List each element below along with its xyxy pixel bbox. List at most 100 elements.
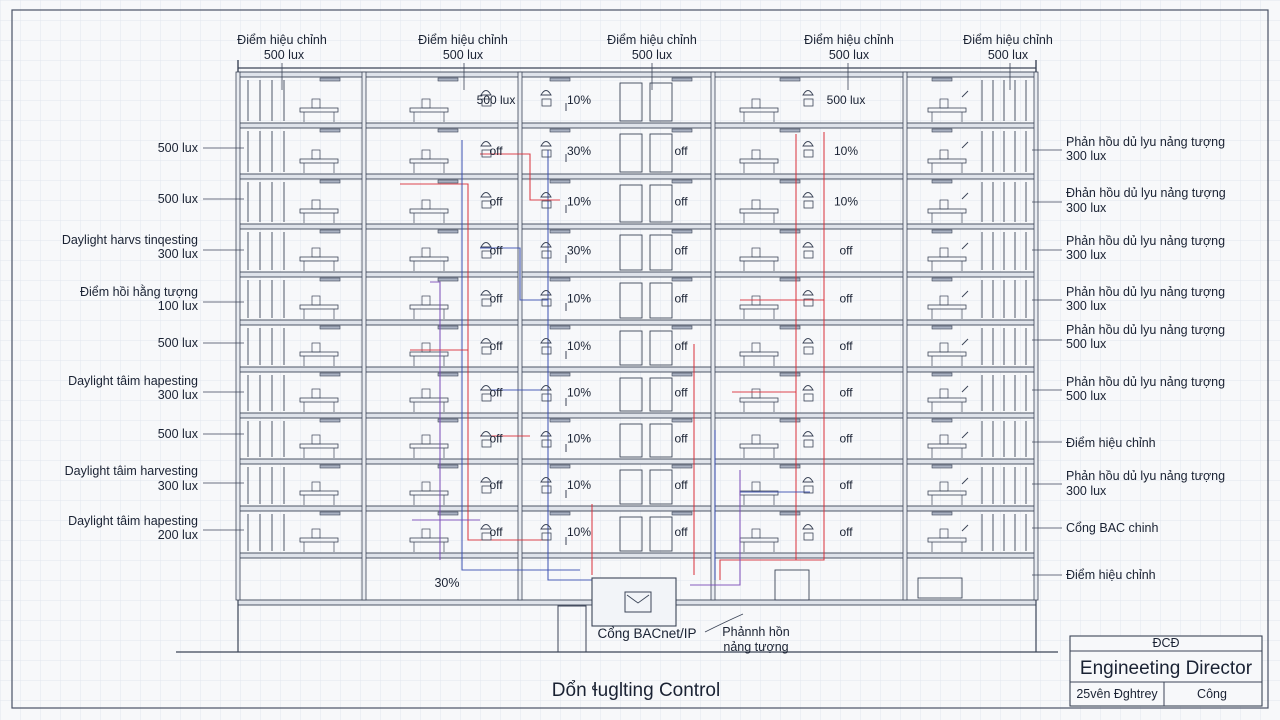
- title-block-left: 25vên Đghtrey: [1076, 687, 1158, 701]
- floor-3-zone-b-readout: 10%: [567, 195, 591, 209]
- occupancy-sensor: [480, 385, 492, 391]
- ceiling-fixture: [549, 511, 571, 516]
- ceiling-fixture: [931, 229, 953, 234]
- right-label-5-line2: 500 lux: [1066, 337, 1107, 351]
- ceiling-fixture: [671, 418, 693, 423]
- chair: [939, 149, 949, 160]
- chair: [311, 481, 321, 492]
- chair: [751, 247, 761, 258]
- sensor-box: [481, 485, 492, 494]
- right-label-5-line1: Phản hồu dủ lyu nảng tượng: [1066, 323, 1225, 337]
- sensor-box: [803, 439, 814, 448]
- sensor-box: [481, 149, 492, 158]
- left-label-9-line2: 200 lux: [158, 528, 199, 542]
- door: [649, 82, 673, 122]
- occupancy-sensor: [540, 242, 552, 248]
- occupancy-sensor: [540, 192, 552, 198]
- door: [649, 330, 673, 366]
- floor-slab-11: [237, 552, 1037, 559]
- top-label-5-line2: 500 lux: [988, 48, 1029, 62]
- left-label-3-line2: 300 lux: [158, 247, 199, 261]
- ceiling-fixture: [779, 325, 801, 330]
- sensor-box: [541, 485, 552, 494]
- floor-2-zone-c-readout: off: [674, 144, 688, 158]
- ceiling-fixture: [779, 179, 801, 184]
- control-wire-9: [430, 281, 441, 560]
- door: [619, 330, 643, 366]
- left-label-8-line2: 300 lux: [158, 479, 199, 493]
- ceiling-fixture: [671, 77, 693, 82]
- chair: [421, 199, 431, 210]
- title-block-small: ĐCĐ: [1152, 636, 1179, 650]
- floor-4-zone-d-readout: off: [839, 244, 853, 258]
- occupancy-sensor: [802, 242, 814, 248]
- chair: [421, 149, 431, 160]
- door: [649, 282, 673, 319]
- left-label-6-line1: Daylight tâim hapesting: [68, 374, 198, 388]
- occupancy-sensor: [802, 290, 814, 296]
- occupancy-sensor: [540, 338, 552, 344]
- floor-7-zone-b-readout: 10%: [567, 386, 591, 400]
- occupancy-sensor: [540, 90, 552, 96]
- occupancy-sensor: [802, 192, 814, 198]
- left-label-5: 500 lux: [158, 336, 199, 350]
- right-label-8-line2: 300 lux: [1066, 484, 1107, 498]
- ceiling-fixture: [931, 372, 953, 377]
- title-block: ĐCĐ Engineeting Director 25vên Đghtrey C…: [1069, 635, 1263, 707]
- floor-5-zone-d-readout: off: [839, 292, 853, 306]
- chair: [421, 342, 431, 353]
- chair: [421, 98, 431, 109]
- chair: [311, 199, 321, 210]
- ceiling-fixture: [437, 277, 459, 282]
- switch: [961, 431, 969, 439]
- sensor-box: [803, 393, 814, 402]
- chair: [939, 481, 949, 492]
- chair: [311, 342, 321, 353]
- switch: [961, 385, 969, 393]
- floor-slab-8: [237, 412, 1037, 419]
- ceiling-fixture: [437, 77, 459, 82]
- column-5: [902, 71, 908, 601]
- sensor-box: [481, 393, 492, 402]
- chair: [421, 247, 431, 258]
- ceiling-fixture: [779, 372, 801, 377]
- right-label-8-line1: Phản hồu dủ lyu nảng tượng: [1066, 469, 1225, 483]
- door: [619, 133, 643, 173]
- door: [619, 423, 643, 458]
- door: [619, 469, 643, 505]
- left-label-7: 500 lux: [158, 427, 199, 441]
- occupancy-sensor: [480, 90, 492, 96]
- ceiling-fixture: [671, 128, 693, 133]
- sensor-box: [541, 200, 552, 209]
- bacnet-gateway-cabinet: [591, 577, 677, 627]
- control-wire-5: [400, 183, 548, 541]
- door: [649, 234, 673, 271]
- ceiling-fixture: [319, 128, 341, 133]
- floor-slab-7: [237, 366, 1037, 373]
- control-wire-10: [690, 470, 741, 586]
- ceiling-fixture: [671, 277, 693, 282]
- door: [619, 184, 643, 223]
- occupancy-sensor: [802, 141, 814, 147]
- right-label-10: Điểm hiệu chỉnh: [1066, 568, 1156, 582]
- ceiling-fixture: [931, 325, 953, 330]
- right-label-3-line1: Phản hồu dủ lyu nảng tượng: [1066, 234, 1225, 248]
- floor-slab-5: [237, 271, 1037, 278]
- chair: [939, 247, 949, 258]
- floor-slab-9: [237, 458, 1037, 465]
- gateway-label: Cổng BACnet/IP: [597, 626, 696, 641]
- ceiling-fixture: [437, 464, 459, 469]
- occupancy-sensor: [480, 242, 492, 248]
- ceiling-fixture: [549, 464, 571, 469]
- floor-slab-2: [237, 122, 1037, 129]
- door: [649, 133, 673, 173]
- chair: [751, 199, 761, 210]
- ceiling-fixture: [437, 511, 459, 516]
- left-labels: 500 lux 500 lux Daylight harvs tinqestin…: [62, 141, 199, 542]
- gateway-envelope-mark: [626, 594, 650, 604]
- left-label-8-line1: Daylight tâim harvesting: [65, 464, 198, 478]
- sensor-box: [803, 298, 814, 307]
- ceiling-fixture: [779, 229, 801, 234]
- occupancy-sensor: [480, 290, 492, 296]
- floor-7-zone-a-readout: off: [489, 386, 503, 400]
